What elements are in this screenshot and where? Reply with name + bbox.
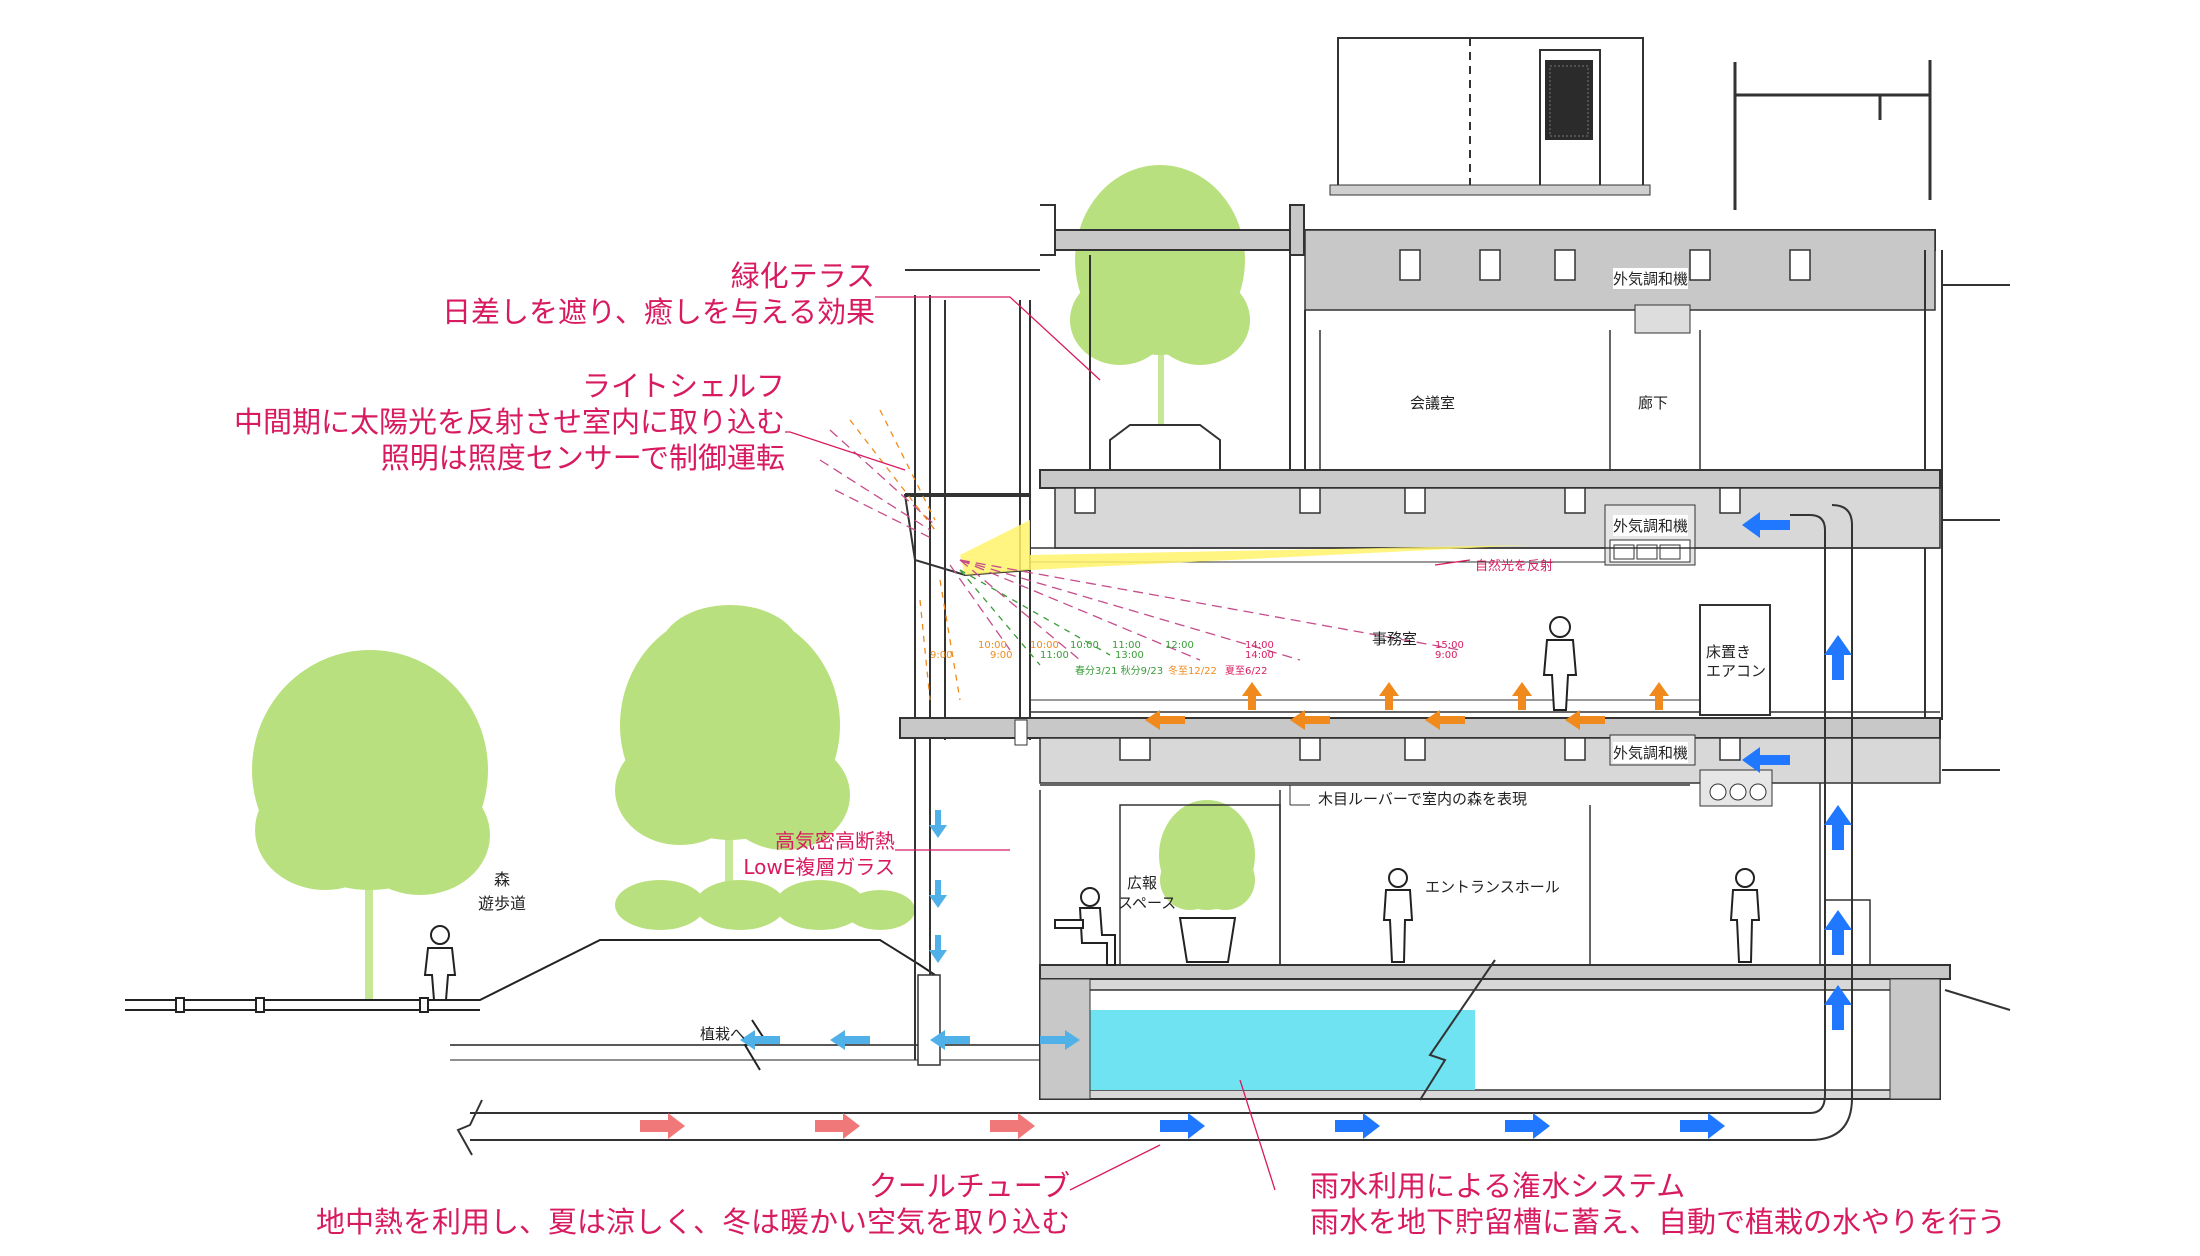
sun-time-a6: 14:00 xyxy=(1245,640,1274,651)
light-shelf-beams xyxy=(819,409,1530,701)
cool-tube-duct xyxy=(456,504,1853,1156)
glass-annotation: 高気密高断熱 LowE複層ガラス xyxy=(690,828,895,880)
oa-unit-label-3: 外気調和機 xyxy=(1613,742,1689,763)
leader-lines xyxy=(785,296,1471,1191)
sun-legend-equinox: 春分3/21 秋分9/23 xyxy=(1075,666,1164,677)
meeting-room-label: 会議室 xyxy=(1410,394,1456,412)
sun-time-b5: 14:00 xyxy=(1245,650,1274,661)
oa-unit-label-2: 外気調和機 xyxy=(1613,515,1689,536)
orange-arrow-icons xyxy=(1145,682,1669,730)
sun-time-a1: 10:00 xyxy=(978,640,1007,651)
person-hall-icon-1 xyxy=(1382,868,1414,963)
sun-legend-winter: 冬至12/22 xyxy=(1168,666,1217,677)
pr-space-label-1: 広報 xyxy=(1127,874,1158,892)
tree-middle-icon xyxy=(615,605,850,910)
light-shelf-annotation: ライトシェルフ 中間期に太陽光を反射させ室内に取り込む 照明は照度センサーで制御… xyxy=(140,368,785,476)
green-terrace-desc: 日差しを遮り、癒しを与える効果 xyxy=(442,295,875,329)
sun-time-a7: 15:00 xyxy=(1435,640,1464,651)
sun-time-b4: 13:00 xyxy=(1115,650,1144,661)
airflow-arrows xyxy=(640,512,1852,1139)
person-seated-icon xyxy=(1054,887,1116,966)
sun-time-a3: 10:00 xyxy=(1070,640,1099,651)
sun-time-a2: 10:00 xyxy=(1030,640,1059,651)
water-tank xyxy=(1090,1010,1475,1090)
forest-label-1: 森 xyxy=(494,870,511,889)
warm-arrow-icons xyxy=(640,1113,1035,1139)
sun-times: 10:00 10:00 10:00 11:00 12:00 14:00 15:0… xyxy=(930,640,1470,680)
light-shelf-title: ライトシェルフ xyxy=(581,369,785,403)
floor-ac-label-1: 床置き xyxy=(1706,643,1752,661)
cool-tube-title: クールチューブ xyxy=(868,1169,1070,1203)
cool-arrow-icons xyxy=(1160,512,1852,1139)
green-terrace-title: 緑化テラス xyxy=(730,259,875,293)
green-terrace-annotation: 緑化テラス 日差しを遮り、癒しを与える効果 xyxy=(380,258,875,330)
to-planting-label: 植栽へ xyxy=(700,1025,746,1043)
sun-time-b6: 9:00 xyxy=(1435,650,1458,661)
rainwater-title: 雨水利用による潅水システム xyxy=(1310,1169,1686,1203)
pot-icon xyxy=(1178,917,1237,963)
tree-terrace-icon xyxy=(1070,165,1250,430)
person-icons xyxy=(423,616,1761,1001)
natural-light-label: 自然光を反射 xyxy=(1475,559,1554,574)
cool-tube-desc: 地中熱を利用し、夏は涼しく、冬は暖かい空気を取り込む xyxy=(315,1205,1070,1239)
floor-ac-label: 床置き エアコン xyxy=(1706,643,1766,681)
light-shelf-desc-2: 照明は照度センサーで制御運転 xyxy=(380,441,785,475)
sun-time-b2: 9:00 xyxy=(990,650,1013,661)
oa-unit-label-1: 外気調和機 xyxy=(1613,268,1689,289)
irrigation-arrow-icons xyxy=(740,810,1080,1050)
sun-legend-summer: 夏至6/22 xyxy=(1225,666,1268,677)
glass-line-1: 高気密高断熱 xyxy=(775,829,895,853)
rainwater-annotation: 雨水利用による潅水システム 雨水を地下貯留槽に蓄え、自動で植栽の水やりを行う xyxy=(1310,1168,2130,1240)
corridor-label: 廊下 xyxy=(1638,394,1669,412)
pr-space-label: 広報 スペース xyxy=(1118,873,1176,913)
building-structure xyxy=(899,37,2011,1101)
potted-plant-icon xyxy=(1159,800,1255,910)
sun-time-b1: 9:00 xyxy=(930,650,953,661)
rainwater-desc: 雨水を地下貯留槽に蓄え、自動で植栽の水やりを行う xyxy=(1310,1205,2007,1239)
person-office-icon xyxy=(1542,616,1578,711)
sun-time-b3: 11:00 xyxy=(1040,650,1069,661)
site-ground xyxy=(125,939,1040,1071)
tree-left-icon xyxy=(252,650,490,1000)
rooftop-unit-icon xyxy=(1545,60,1593,140)
tree-icons xyxy=(252,165,1255,1000)
cool-tube-annotation: クールチューブ 地中熱を利用し、夏は涼しく、冬は暖かい空気を取り込む xyxy=(230,1168,1070,1240)
office-label: 事務室 xyxy=(1372,630,1418,648)
louver-label: 木目ルーバーで室内の森を表現 xyxy=(1318,790,1527,808)
forest-label: 森 遊歩道 xyxy=(478,868,526,916)
floor-ac-label-2: エアコン xyxy=(1706,662,1767,680)
person-hall-icon-2 xyxy=(1729,868,1761,963)
glass-line-2: LowE複層ガラス xyxy=(743,855,895,879)
pr-space-label-2: スペース xyxy=(1118,894,1177,912)
light-shelf-desc-1: 中間期に太陽光を反射させ室内に取り込む xyxy=(233,405,785,439)
promenade-label: 遊歩道 xyxy=(478,894,527,913)
sun-time-a4: 11:00 xyxy=(1112,640,1141,651)
sun-time-a5: 12:00 xyxy=(1165,640,1194,651)
shrubs-icon xyxy=(615,880,915,930)
person-promenade-icon xyxy=(423,925,457,1001)
entrance-hall-label: エントランスホール xyxy=(1425,878,1560,896)
